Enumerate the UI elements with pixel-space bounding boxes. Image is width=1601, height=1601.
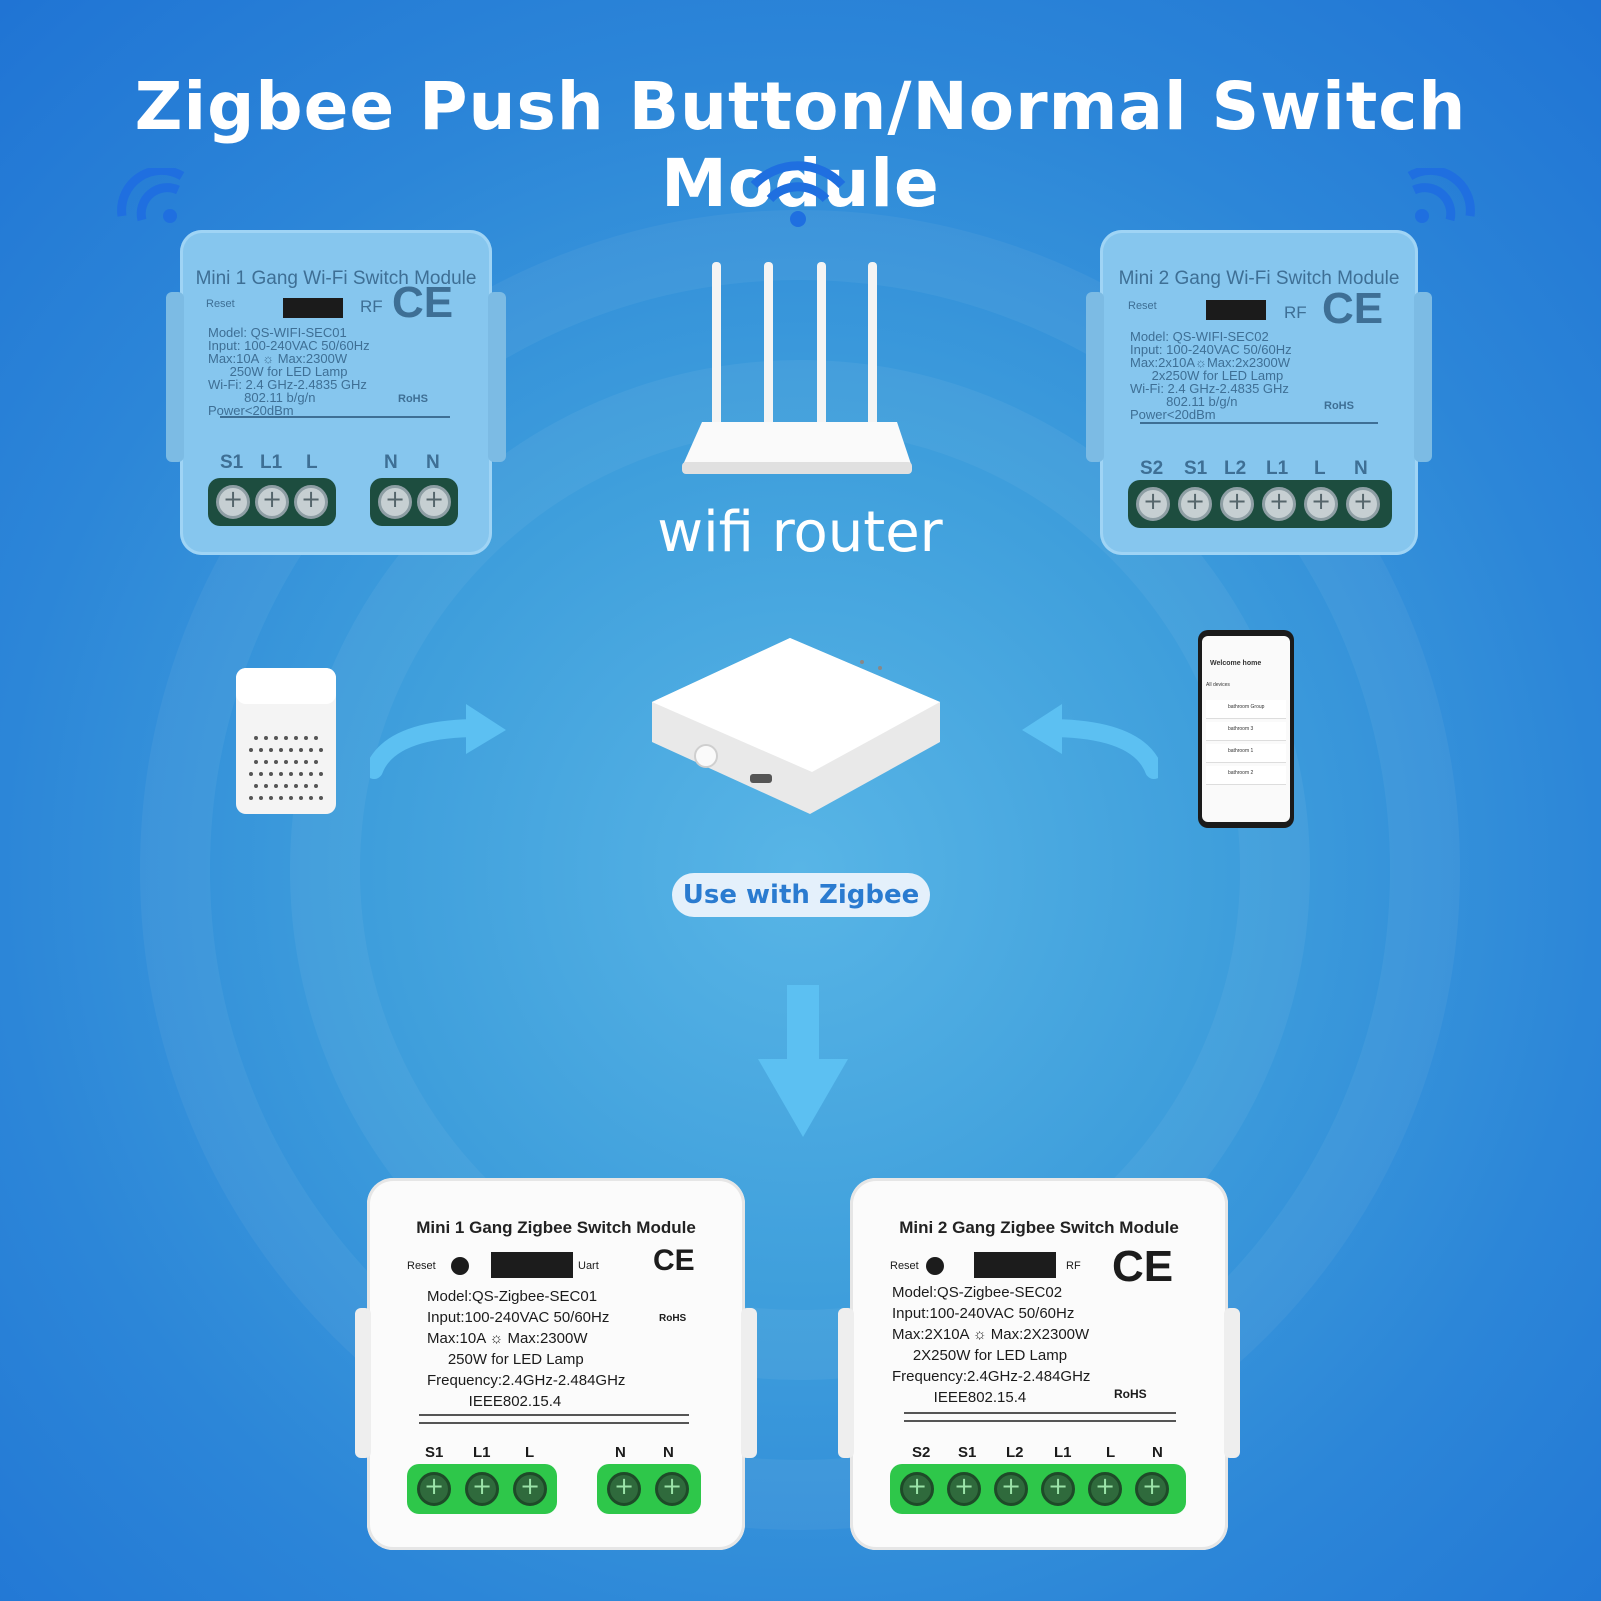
- terminal-label: L1: [1266, 458, 1289, 479]
- use-with-zigbee-badge: Use with Zigbee: [672, 873, 930, 917]
- phone-list-item: bathroom 2: [1206, 766, 1286, 785]
- terminal-label: S1: [1184, 458, 1208, 479]
- wifi-1gang-module: Mini 1 Gang Wi-Fi Switch Module Reset RF…: [166, 230, 506, 555]
- terminal-label: S1: [220, 452, 244, 473]
- terminal-label: L: [1106, 1444, 1116, 1461]
- rf-label: RF: [1284, 303, 1307, 322]
- wifi-2gang-module: Mini 2 Gang Wi-Fi Switch Module Reset RF…: [1086, 230, 1432, 555]
- terminal-label: L1: [473, 1444, 491, 1461]
- rohs-label: RoHS: [398, 393, 428, 405]
- ce-mark: CE: [653, 1244, 695, 1277]
- terminal-label: L: [1314, 458, 1326, 479]
- ce-mark: CE: [392, 278, 454, 327]
- zigbee-hub-image: [652, 638, 940, 814]
- terminal-label: N: [1152, 1444, 1163, 1461]
- terminal-label: S2: [912, 1444, 931, 1461]
- spec-text: Model:QS-Zigbee-SEC01 Input:100-240VAC 5…: [427, 1288, 626, 1410]
- phone-section: All devices: [1206, 682, 1230, 688]
- rf-label: RF: [1066, 1260, 1081, 1272]
- terminal-block: [407, 1464, 557, 1514]
- spec-text: Model: QS-WIFI-SEC02 Input: 100-240VAC 5…: [1130, 329, 1292, 422]
- uart-label: Uart: [578, 1260, 599, 1272]
- reset-label: Reset: [890, 1260, 919, 1272]
- terminal-label: S1: [958, 1444, 977, 1461]
- terminal-block: [1128, 480, 1392, 528]
- smart-speaker-image: [236, 668, 336, 814]
- terminal-block: [597, 1464, 701, 1514]
- ce-mark: CE: [1322, 284, 1384, 333]
- terminal-label: L: [525, 1444, 535, 1461]
- wifi-signal-icon: [117, 168, 185, 223]
- rohs-label: RoHS: [1114, 1387, 1147, 1401]
- terminal-block: [370, 478, 458, 526]
- terminal-label: S1: [425, 1444, 444, 1461]
- terminal-label: S2: [1140, 458, 1164, 479]
- wifi-router-label: wifi router: [657, 500, 943, 565]
- terminal-label: N: [663, 1444, 674, 1461]
- phone-image: Welcome home All devices bathroom Group …: [1198, 630, 1294, 828]
- phone-header: Welcome home: [1210, 660, 1262, 667]
- phone-list-item: bathroom Group: [1206, 700, 1286, 719]
- zigbee-2gang-module: Mini 2 Gang Zigbee Switch Module Reset R…: [838, 1178, 1240, 1550]
- rf-port: [1206, 300, 1266, 320]
- rohs-label: RoHS: [1324, 400, 1354, 412]
- curved-arrow-right-icon: [370, 704, 506, 779]
- phone-list-item: bathroom 1: [1206, 744, 1286, 763]
- terminal-label: N: [426, 452, 440, 473]
- zigbee-1gang-module: Mini 1 Gang Zigbee Switch Module Reset U…: [355, 1178, 757, 1550]
- page-title: Zigbee Push Button/Normal Switch Module: [134, 68, 1467, 222]
- module-name: Mini 1 Gang Wi-Fi Switch Module: [195, 268, 477, 289]
- terminal-label: L1: [1054, 1444, 1072, 1461]
- module-name: Mini 2 Gang Wi-Fi Switch Module: [1118, 268, 1400, 289]
- spec-text: Model:QS-Zigbee-SEC02 Input:100-240VAC 5…: [892, 1284, 1091, 1406]
- module-name: Mini 2 Gang Zigbee Switch Module: [899, 1218, 1179, 1237]
- rf-port: [974, 1252, 1056, 1278]
- curved-arrow-left-icon: [1022, 704, 1158, 779]
- phone-list-item: bathroom 3: [1206, 722, 1286, 741]
- reset-button: [451, 1257, 469, 1275]
- terminal-label: N: [615, 1444, 626, 1461]
- uart-port: [491, 1252, 573, 1278]
- reset-label: Reset: [206, 298, 235, 310]
- terminal-block: [890, 1464, 1186, 1514]
- terminal-label: L2: [1224, 458, 1247, 479]
- terminal-label: L1: [260, 452, 283, 473]
- reset-button: [926, 1257, 944, 1275]
- down-arrow-icon: [758, 985, 848, 1137]
- rohs-label: RoHS: [659, 1313, 687, 1324]
- reset-label: Reset: [407, 1260, 436, 1272]
- module-name: Mini 1 Gang Zigbee Switch Module: [416, 1218, 696, 1237]
- wifi-router-image: [682, 262, 912, 474]
- terminal-block: [208, 478, 336, 526]
- rf-label: RF: [360, 297, 383, 316]
- wifi-signal-icon: [750, 161, 846, 227]
- terminal-label: L: [306, 452, 318, 473]
- spec-text: Model: QS-WIFI-SEC01 Input: 100-240VAC 5…: [208, 325, 370, 418]
- ce-mark: CE: [1112, 1242, 1174, 1291]
- terminal-label: N: [384, 452, 398, 473]
- wifi-signal-icon: [1407, 168, 1475, 223]
- terminal-label: L2: [1006, 1444, 1024, 1461]
- rf-port: [283, 298, 343, 318]
- reset-label: Reset: [1128, 300, 1157, 312]
- terminal-label: N: [1354, 458, 1368, 479]
